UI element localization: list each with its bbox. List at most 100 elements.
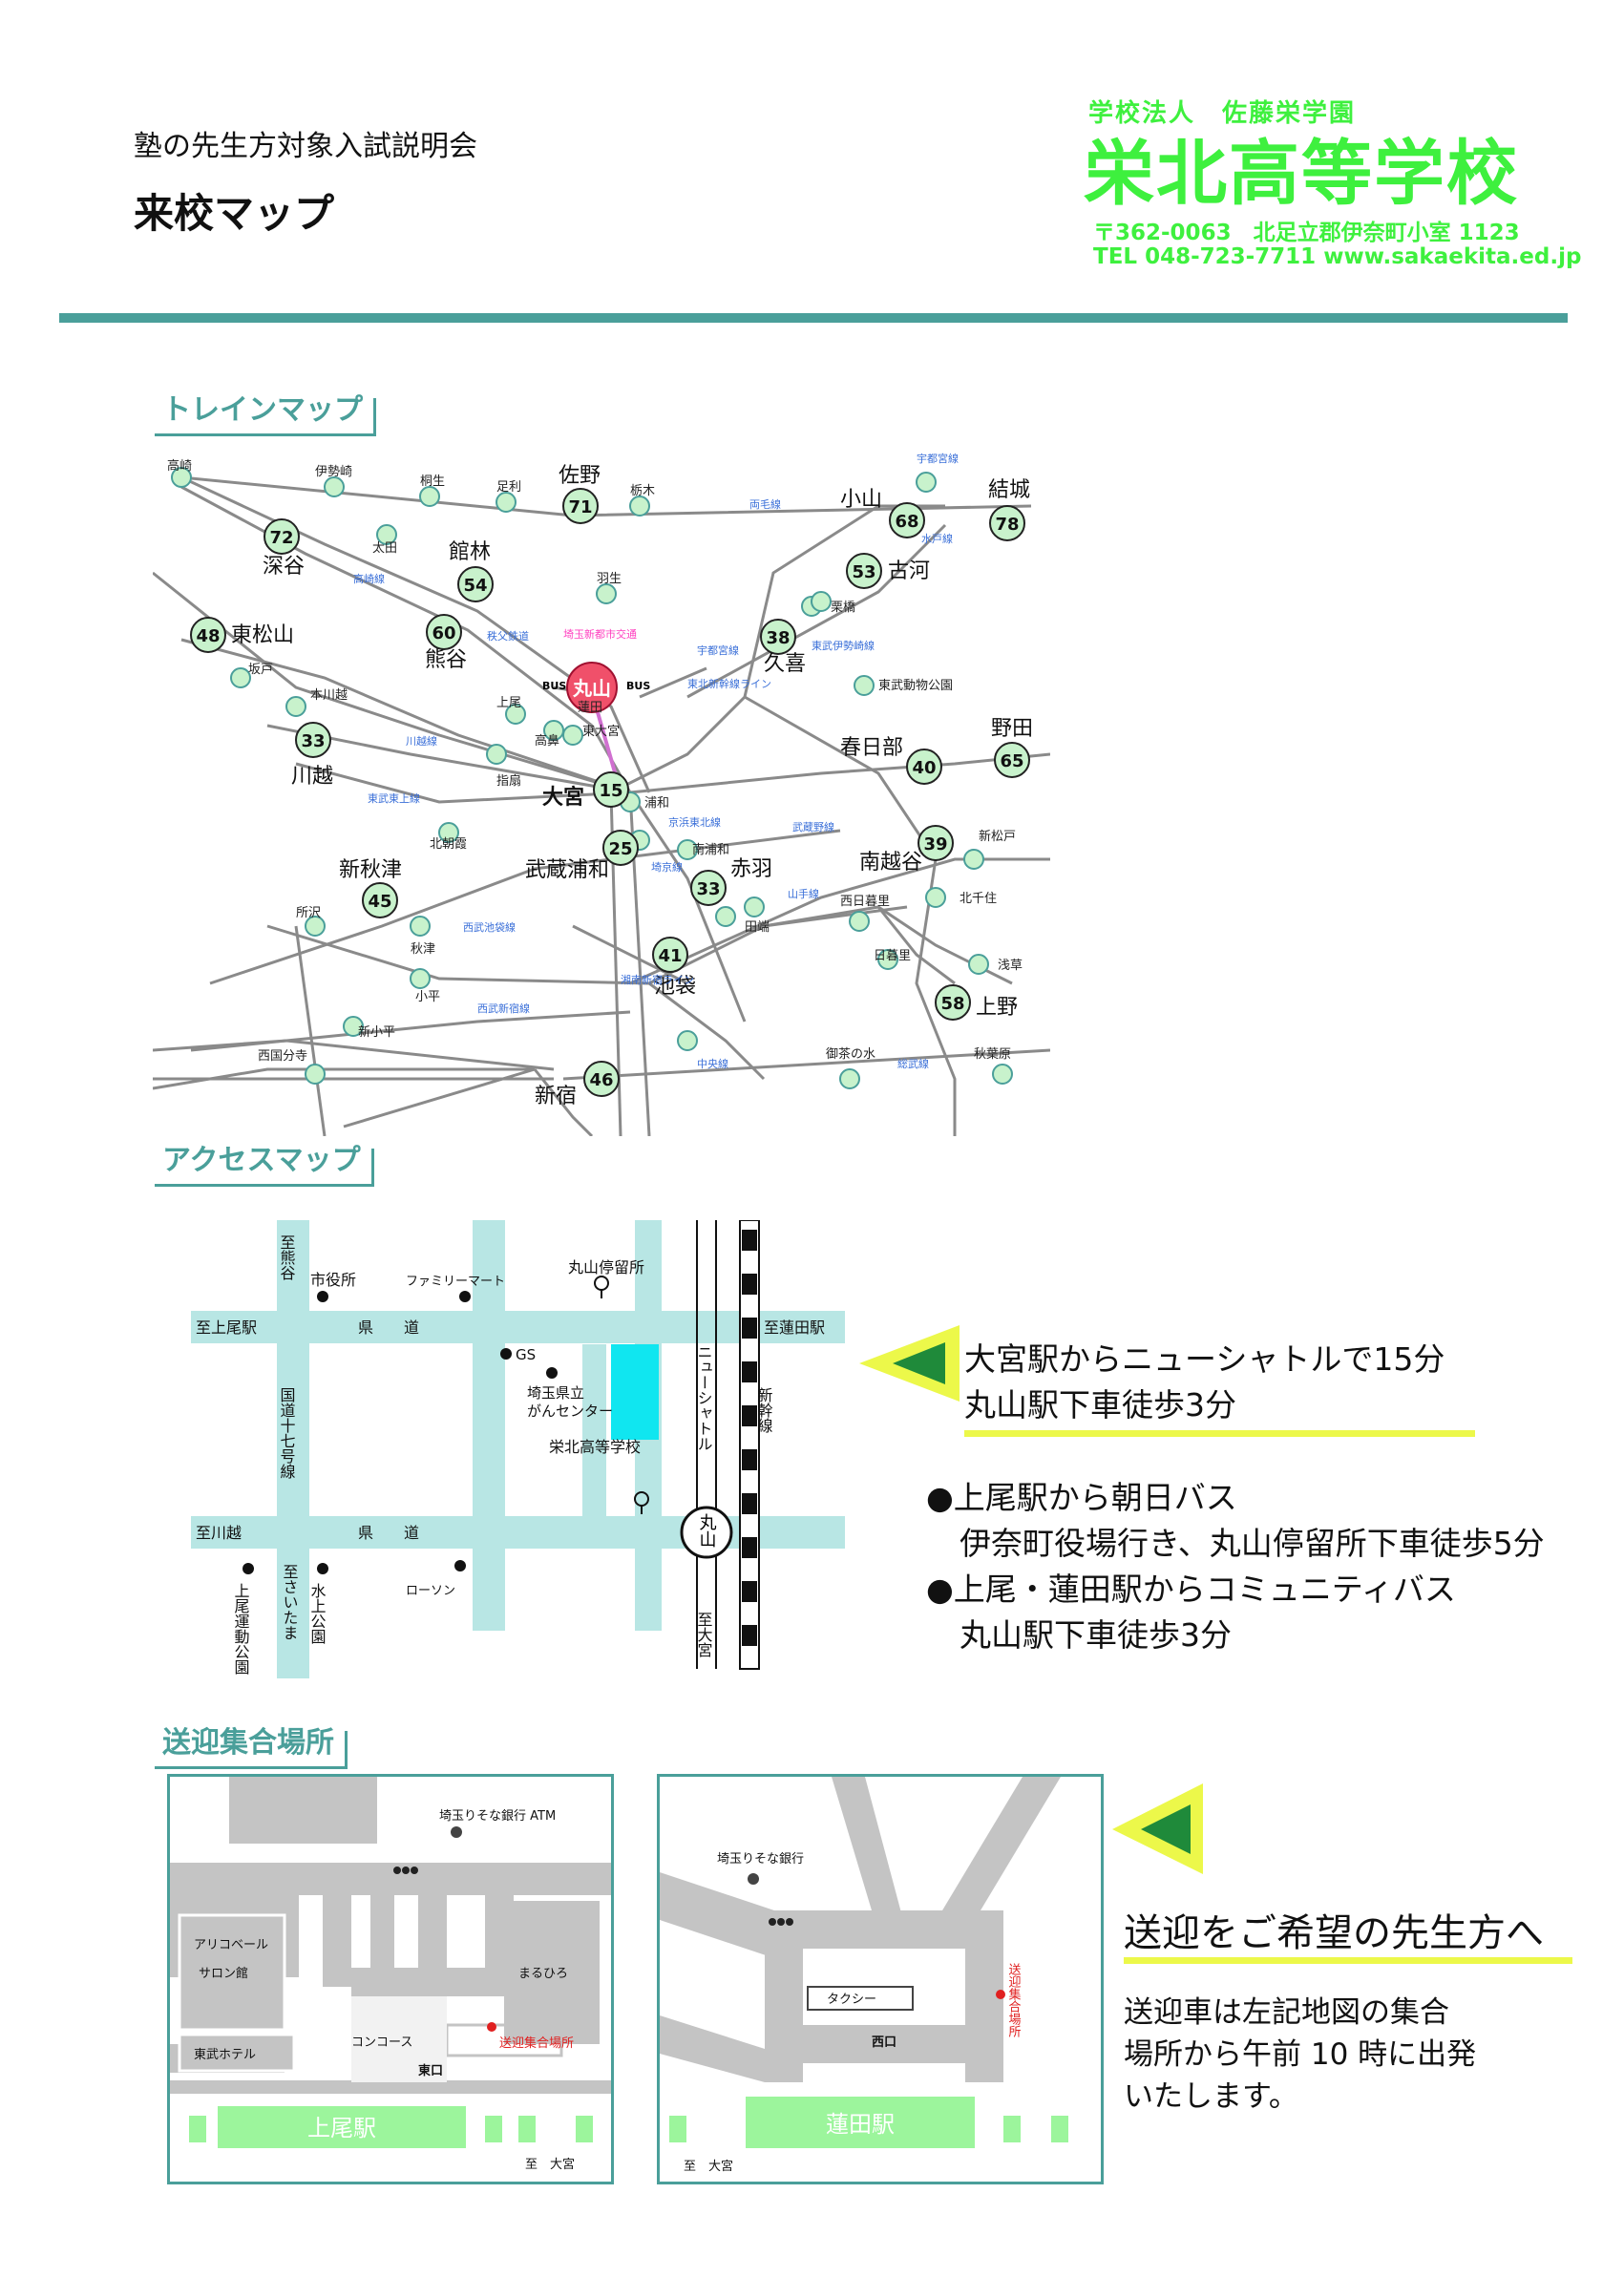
label-maruyama-station: 丸山 — [697, 1513, 717, 1548]
pickup-note-line3: いたします。 — [1124, 2079, 1298, 2114]
label-shinkansen: 新幹線 — [755, 1387, 773, 1433]
school-tel-web: TEL 048-723-7711 www.sakaekita.ed.jp — [1093, 244, 1582, 269]
label-asakusa: 浅草 — [998, 959, 1023, 973]
maruyama-label: 丸山 — [572, 677, 611, 700]
label-tabata: 田端 — [745, 920, 770, 935]
label-ikebukuro: 池袋 — [654, 975, 696, 999]
label-shinmatsudo: 新松戸 — [979, 829, 1016, 844]
label-shinjuku: 新宿 — [535, 1085, 577, 1108]
label-national-road: 国道十七号線 — [278, 1387, 296, 1479]
label-ueno: 上野 — [976, 996, 1018, 1020]
label-koga: 古河 — [888, 559, 930, 583]
label-kumagaya: 熊谷 — [425, 648, 467, 672]
label-nippori: 日暮里 — [874, 949, 911, 963]
header-divider — [59, 313, 1568, 323]
label-musashiurawa: 武蔵浦和 — [525, 858, 609, 882]
label-okegawa: 高鼻 — [535, 733, 559, 749]
label-maruhiro: まるひろ — [518, 1967, 568, 1981]
route-bus1-detail: 伊奈町役場行き、丸山停留所下車徒歩5分 — [960, 1525, 1545, 1562]
label-omiya: 大宮 — [542, 785, 584, 810]
line-label-kawagoe: 川越線 — [406, 734, 437, 748]
label-cancer-center-1: 埼玉県立 — [527, 1384, 584, 1402]
line-label-takasaki: 高崎線 — [353, 572, 385, 585]
line-label-ryomo: 両毛線 — [749, 497, 781, 511]
label-new-shuttle: ニューシャトル — [695, 1344, 713, 1451]
label-meeting-hasuda: 送迎集合場所 — [1006, 1963, 1022, 2037]
route-underline — [964, 1430, 1475, 1437]
line-label-mito: 水戸線 — [921, 532, 953, 545]
label-nishikokubunji: 西国分寺 — [258, 1049, 307, 1064]
label-concourse: コンコース — [351, 2035, 412, 2050]
min-ueno: 58 — [940, 994, 964, 1014]
label-ota: 太田 — [372, 541, 397, 556]
line-label-tobu-tojo: 東武東上線 — [368, 791, 420, 805]
label-hotel: 東武ホテル — [194, 2047, 256, 2062]
label-west-exit: 西口 — [872, 2035, 896, 2050]
label-takasaki: 高崎 — [167, 458, 192, 474]
label-kiryu: 桐生 — [420, 475, 445, 489]
min-omiya: 15 — [599, 781, 622, 801]
label-tatebayashi: 館林 — [449, 540, 491, 564]
min-shinakitsu: 45 — [368, 892, 391, 912]
min-shinjuku: 46 — [589, 1070, 613, 1090]
line-label-saikyo: 埼京線 — [651, 860, 683, 874]
label-ageo: 上尾 — [496, 696, 521, 710]
line-label-utsunomiya: 宇都宮線 — [917, 452, 959, 465]
label-urawa: 浦和 — [644, 796, 669, 811]
label-bus-stop: 丸山停留所 — [568, 1258, 644, 1276]
label-shinakitsu: 新秋津 — [339, 858, 402, 882]
label-higashiomiya: 東大宮 — [582, 724, 620, 739]
label-tochigi: 栃木 — [630, 484, 655, 498]
label-oyama: 小山 — [840, 488, 882, 512]
label-sano: 佐野 — [559, 464, 601, 488]
header-subtitle: 塾の先生方対象入試説明会 — [134, 130, 477, 163]
label-aliko-2: サロン館 — [199, 1967, 248, 1981]
label-akabane: 赤羽 — [730, 857, 772, 881]
min-kawagoe: 33 — [301, 731, 325, 751]
maruyama-station-icon — [680, 1506, 733, 1559]
label-to-saitama: 至さいたま — [281, 1564, 299, 1640]
label-to-omiya-hasuda: 至 大宮 — [684, 2159, 733, 2174]
label-school: 栄北高等学校 — [549, 1438, 641, 1456]
route-bus2-title: ●上尾・蓮田駅からコミュニティバス — [926, 1571, 1456, 1608]
label-prefectural-road-2: 県 道 — [358, 1524, 419, 1542]
label-higashimatsuyama: 東松山 — [231, 623, 294, 647]
line-label-chuo: 中央線 — [697, 1057, 728, 1070]
label-honkawagoe: 本川越 — [310, 688, 348, 703]
pickup-map-ageo: 埼玉りそな銀行 ATM アリコベール サロン館 まるひろ 送迎集合場所 東武ホテ… — [167, 1774, 614, 2184]
label-aliko-1: アリコベール — [194, 1938, 268, 1952]
line-label-utsunomiya-2: 宇都宮線 — [697, 643, 739, 657]
label-meeting-ageo: 送迎集合場所 — [499, 2035, 574, 2051]
line-label-seibu-ikebukuro: 西武池袋線 — [463, 920, 516, 934]
label-kodaira: 小平 — [415, 990, 440, 1004]
page-title: 来校マップ — [134, 190, 335, 237]
min-koga: 53 — [852, 562, 875, 582]
min-kumagaya: 60 — [432, 623, 455, 643]
label-noda: 野田 — [991, 717, 1033, 741]
label-to-omiya: 至大宮 — [695, 1612, 713, 1657]
maruyama-station-marker — [566, 662, 618, 713]
label-to-kawagoe: 至川越 — [196, 1524, 242, 1542]
label-kurihashi: 栗橋 — [831, 601, 855, 615]
label-ashikaga: 足利 — [496, 480, 521, 495]
min-oyama: 68 — [895, 512, 918, 532]
line-label-musashino: 武蔵野線 — [792, 820, 834, 833]
label-isesaki: 伊勢崎 — [315, 465, 352, 479]
label-fukaya: 深谷 — [263, 555, 305, 579]
label-bank: 埼玉りそな銀行 — [717, 1852, 804, 1867]
label-tokorozawa: 所沢 — [296, 906, 321, 920]
label-akihabara: 秋葉原 — [974, 1047, 1011, 1062]
line-label-yamanote: 山手線 — [788, 887, 819, 900]
label-kitaasaka: 北朝霞 — [430, 837, 467, 852]
access-map: 丸山 至熊谷 市役所 ファミリーマート 丸山停留所 至上尾駅 県 道 至蓮田駅 … — [191, 1220, 845, 1678]
route-main-2: 丸山駅下車徒歩3分 — [964, 1386, 1236, 1424]
arrow-icon-main — [859, 1325, 960, 1402]
line-label-shonan-shinjuku: 湘南新宿ライン — [621, 973, 694, 986]
label-hasuda: 蓮田 — [578, 701, 602, 715]
min-kuki: 38 — [766, 628, 790, 648]
pickup-map-hasuda: 埼玉りそな銀行 タクシー 送迎集合場所 西口 至 大宮 蓮田駅 — [657, 1774, 1104, 2184]
label-kuki: 久喜 — [764, 652, 806, 676]
school-building — [611, 1344, 659, 1440]
school-address: 〒362-0063 北足立郡伊奈町小室 1123 — [1093, 221, 1520, 245]
label-to-ageo-st: 至上尾駅 — [196, 1318, 257, 1337]
